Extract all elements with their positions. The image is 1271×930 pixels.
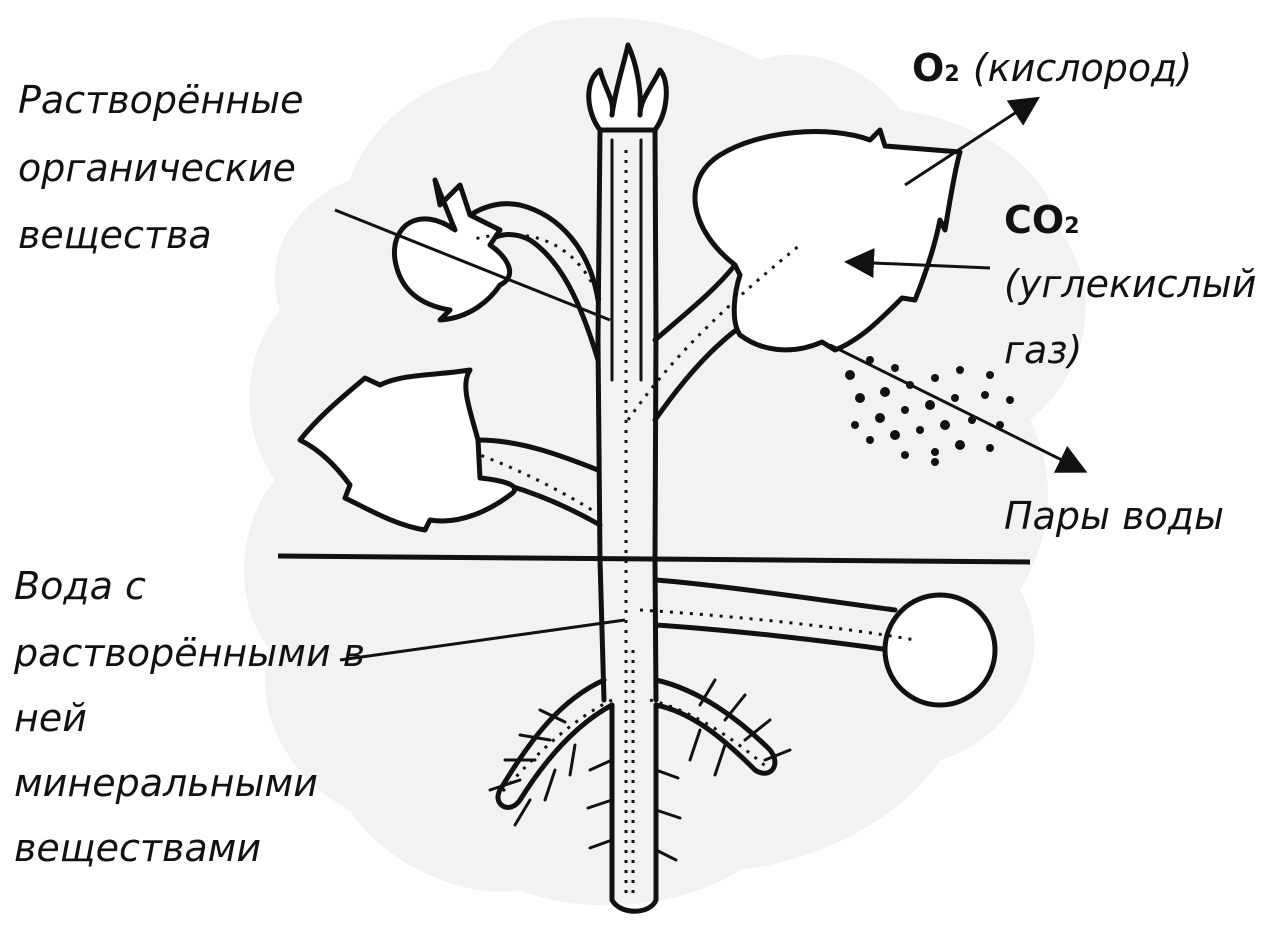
label-co2: CO2: [1004, 192, 1080, 255]
label-water-line5: веществами: [14, 820, 261, 876]
label-organic-line1: Растворённые: [18, 72, 303, 128]
label-water-line1: Вода с: [14, 558, 146, 614]
label-o2-name: (кислород): [973, 46, 1192, 90]
label-water-line4: минеральными: [14, 755, 318, 811]
tuber: [885, 595, 995, 705]
label-o2-subscript: 2: [944, 62, 959, 87]
label-co2-name-line2: газ): [1004, 322, 1082, 378]
label-o2-formula: O: [912, 46, 944, 90]
label-organic-line2: органические: [18, 140, 296, 196]
label-water-line2: растворёнными в: [14, 625, 365, 681]
label-o2: O2 (кислород): [912, 40, 1192, 103]
label-water-line3: ней: [14, 690, 87, 746]
label-co2-subscript: 2: [1064, 214, 1079, 239]
label-vapor: Пары воды: [1004, 488, 1224, 544]
label-co2-formula: CO: [1004, 198, 1064, 242]
label-organic-line3: вещества: [18, 207, 212, 263]
label-co2-name-line1: (углекислый: [1004, 256, 1256, 312]
